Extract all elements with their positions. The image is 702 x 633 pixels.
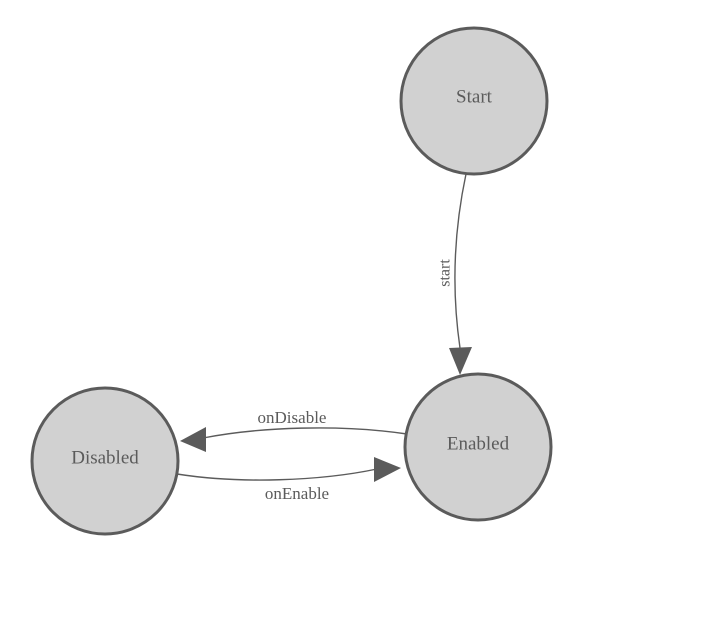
edge-disabled-to-enabled[interactable]: onEnable: [176, 457, 401, 503]
node-enabled[interactable]: Enabled: [403, 372, 553, 522]
edge-label-onenable: onEnable: [265, 484, 329, 503]
node-start[interactable]: Start: [399, 26, 549, 176]
edge-label-start: start: [437, 259, 454, 287]
node-enabled-label: Enabled: [447, 433, 510, 454]
node-start-circle[interactable]: [399, 26, 549, 176]
edge-enabled-to-disabled-path: [202, 427, 408, 439]
node-disabled[interactable]: Disabled: [30, 386, 180, 536]
edge-start-to-enabled-arrowhead: [449, 347, 472, 375]
edge-enabled-to-disabled-arrowhead: [180, 427, 206, 452]
node-disabled-circle[interactable]: [30, 386, 180, 536]
edge-label-ondisable: onDisable: [258, 408, 327, 427]
node-start-label: Start: [456, 86, 493, 107]
edge-start-to-enabled[interactable]: start: [437, 173, 472, 375]
edge-disabled-to-enabled-arrowhead: [374, 457, 401, 482]
node-disabled-label: Disabled: [71, 447, 139, 468]
edge-enabled-to-disabled[interactable]: onDisable: [180, 408, 408, 452]
edge-start-to-enabled-path: [454, 173, 467, 349]
edge-disabled-to-enabled-path: [176, 468, 378, 481]
node-enabled-circle[interactable]: [403, 372, 553, 522]
